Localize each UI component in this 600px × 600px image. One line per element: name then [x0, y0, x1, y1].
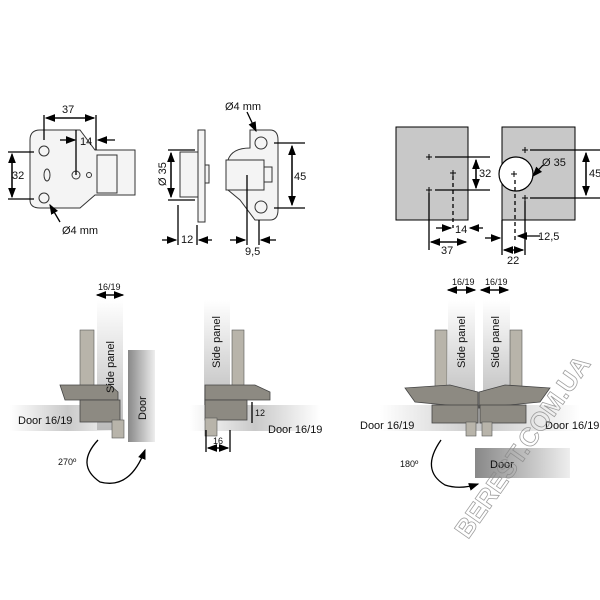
drill-dim-14: 14 — [455, 224, 467, 236]
hinge-180-illustration — [380, 286, 580, 491]
hinge-side-view — [162, 129, 212, 245]
door-left-label: Door 16/19 — [360, 420, 414, 432]
drilling-pattern — [395, 126, 600, 255]
dim-37: 37 — [62, 104, 74, 116]
hinge-top-view — [8, 114, 136, 223]
dim-cup-35: Ø 35 — [157, 162, 169, 186]
door-open-label: Door — [490, 459, 514, 471]
hole-diameter: Ø4 mm — [62, 225, 98, 237]
angle-270: 270º — [58, 457, 77, 467]
door-label: Door — [137, 396, 149, 420]
thickness-left: 16/19 — [452, 277, 475, 287]
side-panel-left-label: Side panel — [456, 316, 468, 368]
hinge-overlay-illustration — [190, 300, 320, 452]
dim-16: 16 — [213, 436, 223, 446]
side-panel-right-label: Side panel — [490, 316, 502, 368]
dim-14: 14 — [80, 136, 92, 148]
hinge-front-view — [225, 111, 305, 245]
drill-dim-22: 22 — [507, 255, 519, 267]
dim-12-overlay: 12 — [255, 408, 265, 418]
drill-dim-35: Ø 35 — [542, 157, 566, 169]
hinge-270-illustration — [10, 291, 155, 484]
thickness-right: 16/19 — [485, 277, 508, 287]
side-panel-label: Side panel — [105, 341, 117, 393]
drill-dim-37: 37 — [441, 245, 453, 257]
side-panel-label-middle: Side panel — [211, 316, 223, 368]
dim-9-5: 9,5 — [245, 246, 260, 258]
dim-45: 45 — [294, 171, 306, 183]
angle-180: 180º — [400, 459, 419, 469]
drill-dim-32: 32 — [479, 168, 491, 180]
hole-diameter-front: Ø4 mm — [225, 101, 261, 113]
drill-dim-12-5: 12,5 — [538, 231, 559, 243]
dim-32: 32 — [12, 170, 24, 182]
thickness-label: 16/19 — [98, 282, 121, 292]
door-right-label: Door 16/19 — [545, 420, 599, 432]
door-thickness-label: Door 16/19 — [18, 415, 72, 427]
door-thickness-label-middle: Door 16/19 — [268, 424, 322, 436]
drill-dim-45: 45 — [589, 168, 600, 180]
dim-12: 12 — [181, 234, 193, 246]
